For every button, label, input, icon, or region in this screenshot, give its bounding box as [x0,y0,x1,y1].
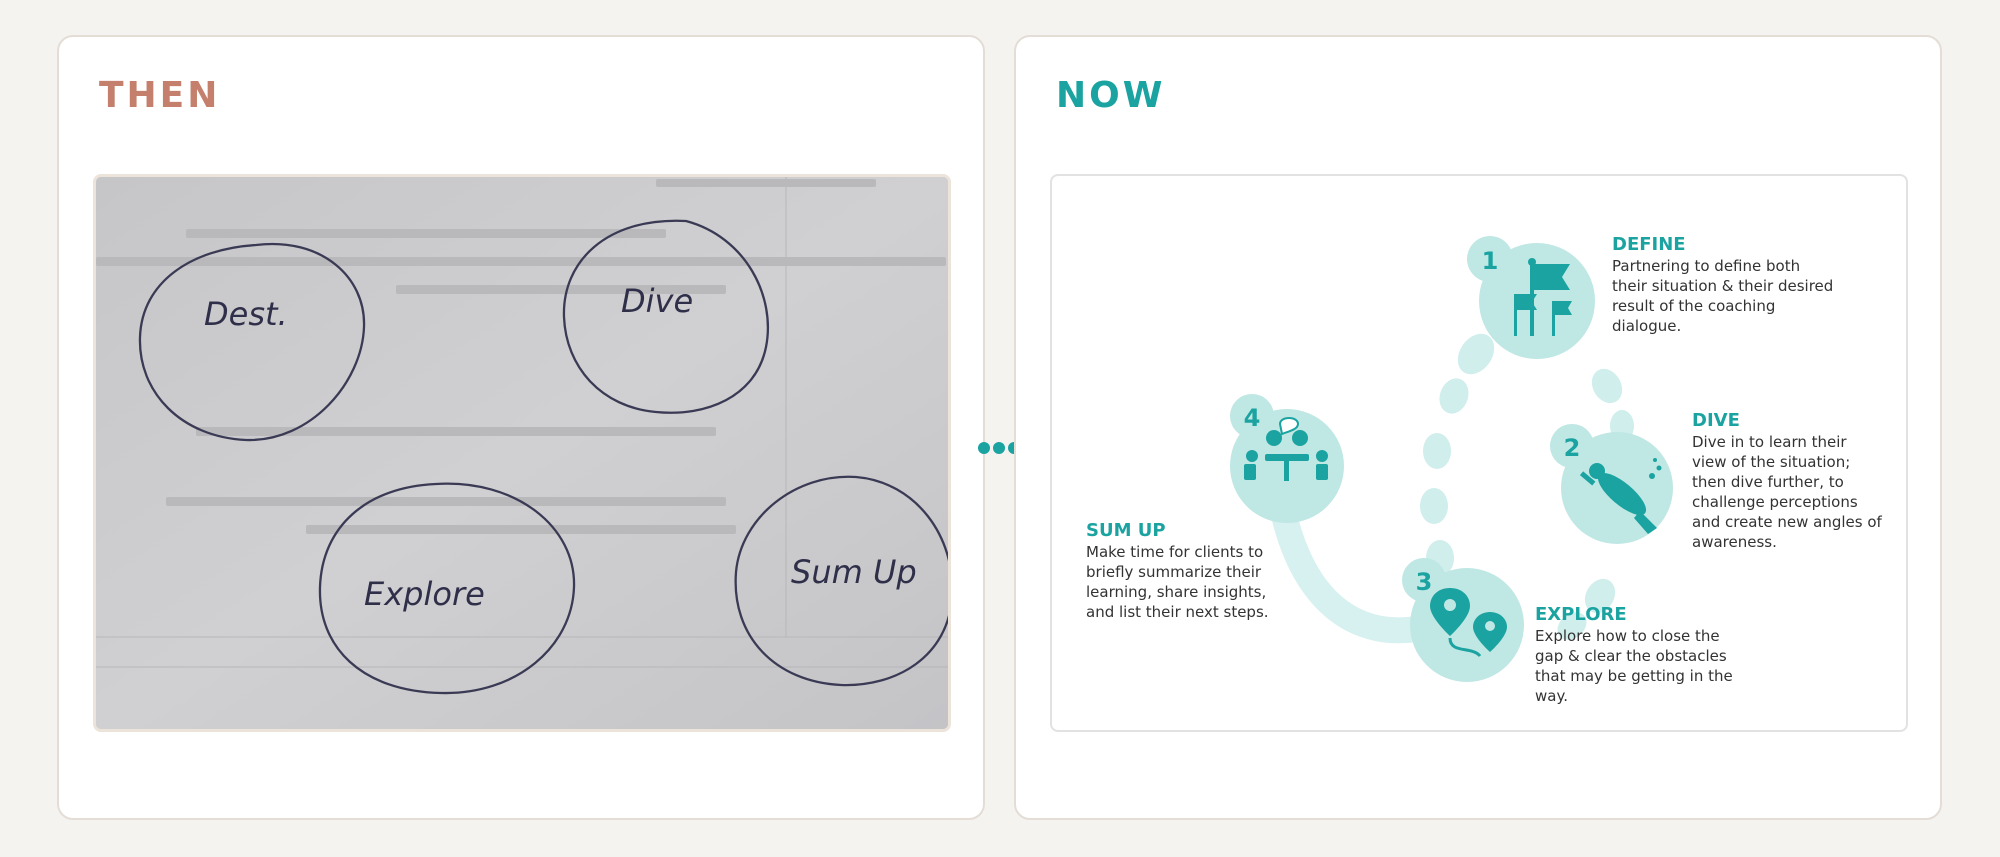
map-pins-icon [1430,588,1507,658]
step-dive-title: DIVE [1692,410,1740,431]
sketch-circle-dive [562,219,770,414]
svg-text:2: 2 [1564,434,1581,462]
step-define-description: Partnering to define both their situatio… [1612,257,1834,335]
sketch-photo-image: Dest. Dive Explore Sum Up [96,177,948,729]
diver-icon [1579,458,1662,534]
svg-text:3: 3 [1416,568,1433,596]
now-card: NOW 1 [1014,35,1942,820]
svg-text:4: 4 [1244,404,1261,432]
step-sumup-title: SUM UP [1086,520,1166,541]
sketch-label-dive: Dive [621,282,693,320]
sketch-label-explore: Explore [364,575,485,613]
step-dive-badge: 2 [1550,424,1673,544]
step-dive-description: Dive in to learn their view of the situa… [1692,433,1882,551]
coaching-diagram: 1 2 [1050,174,1908,732]
sketch-circle-define [138,242,366,442]
sketch-circle-sumup [734,475,948,687]
step-sumup-badge: 4 [1230,394,1344,523]
step-define-title: DEFINE [1612,234,1686,255]
sketch-label-sumup: Sum Up [791,553,917,591]
step-explore-badge: 3 [1402,558,1524,682]
svg-text:1: 1 [1482,247,1499,275]
step-sumup-description: Make time for clients to briefly summari… [1086,543,1269,621]
sketch-label-define: Dest. [204,295,288,333]
sketch-circle-explore [318,482,576,695]
step-explore-description: Explore how to close the gap & clear the… [1535,627,1733,705]
then-card: THEN [57,35,985,820]
step-explore-title: EXPLORE [1535,604,1627,625]
sketch-photo: Dest. Dive Explore Sum Up [93,174,951,732]
now-title: NOW [1056,75,1166,116]
coaching-cycle-diagram: 1 2 [1230,236,1673,682]
meeting-icon [1244,417,1328,481]
step-define-badge: 1 [1467,236,1595,359]
flags-icon [1514,258,1572,336]
then-title: THEN [99,75,221,116]
